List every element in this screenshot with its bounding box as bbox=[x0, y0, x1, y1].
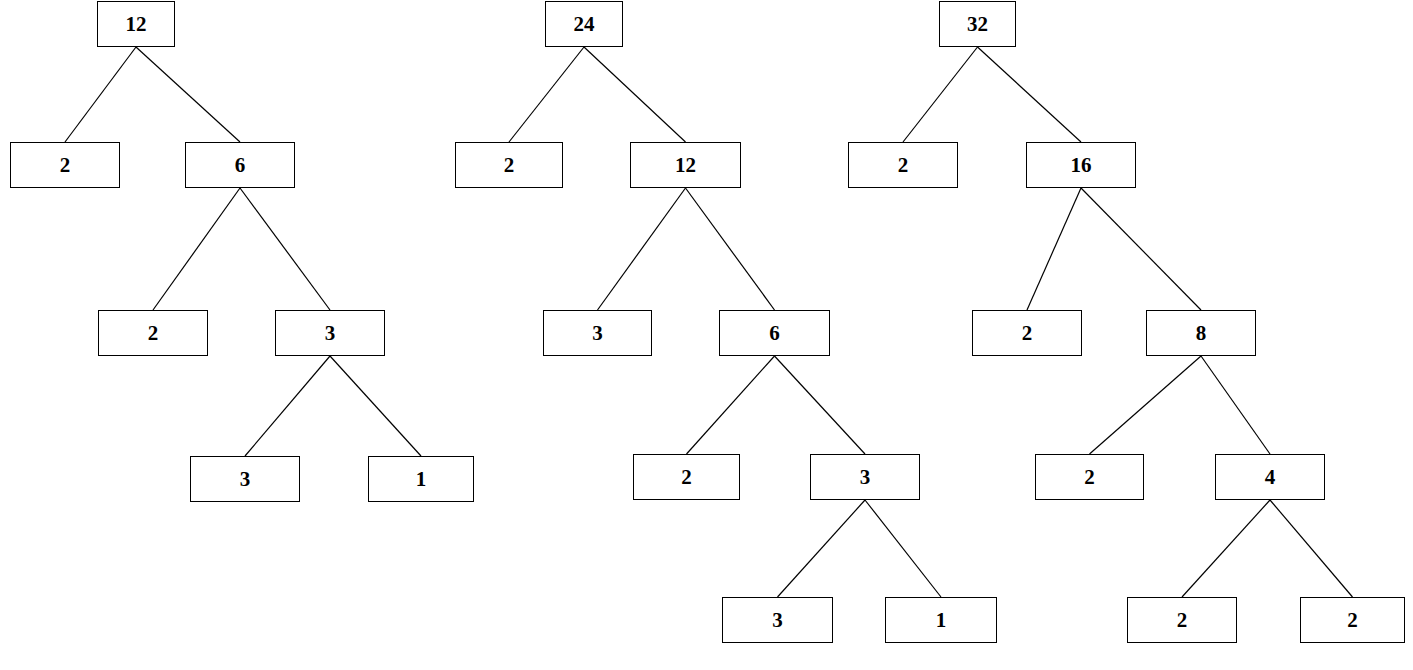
factor-number: 12 bbox=[675, 153, 696, 178]
tree-branch bbox=[509, 47, 584, 142]
factor-number: 3 bbox=[860, 465, 871, 490]
factor-box: 3 bbox=[722, 597, 833, 643]
tree-branch bbox=[778, 500, 866, 597]
tree-branch bbox=[136, 47, 240, 142]
tree-branch bbox=[687, 356, 775, 454]
factor-number: 12 bbox=[126, 12, 147, 37]
factor-number: 24 bbox=[574, 12, 595, 37]
factor-number: 1 bbox=[936, 608, 947, 633]
tree-branch bbox=[240, 188, 330, 310]
factor-box: 2 bbox=[455, 142, 563, 188]
factor-box: 2 bbox=[10, 142, 120, 188]
factor-box: 2 bbox=[633, 454, 740, 500]
factor-box: 2 bbox=[1035, 454, 1144, 500]
factor-box: 2 bbox=[98, 310, 208, 356]
tree-branch bbox=[1201, 356, 1270, 454]
factor-number: 6 bbox=[235, 153, 246, 178]
factor-box: 2 bbox=[972, 310, 1082, 356]
factor-box: 3 bbox=[810, 454, 920, 500]
factor-box: 1 bbox=[368, 456, 474, 502]
tree-branch bbox=[1270, 500, 1353, 597]
factor-number: 2 bbox=[504, 153, 515, 178]
factor-number: 1 bbox=[416, 467, 427, 492]
factor-number: 2 bbox=[681, 465, 692, 490]
factor-number: 2 bbox=[148, 321, 159, 346]
factor-number: 16 bbox=[1071, 153, 1092, 178]
factor-box: 32 bbox=[939, 1, 1016, 47]
tree-branch bbox=[245, 356, 330, 456]
tree-branch bbox=[978, 47, 1082, 142]
factor-number: 32 bbox=[967, 12, 988, 37]
factor-number: 2 bbox=[1347, 608, 1358, 633]
factor-box: 2 bbox=[848, 142, 958, 188]
factor-number: 4 bbox=[1265, 465, 1276, 490]
factor-box: 12 bbox=[97, 1, 175, 47]
factor-box: 8 bbox=[1146, 310, 1256, 356]
factor-number: 8 bbox=[1196, 321, 1207, 346]
tree-branch bbox=[903, 47, 978, 142]
factor-box: 2 bbox=[1127, 597, 1237, 643]
factor-number: 3 bbox=[592, 321, 603, 346]
factor-box: 3 bbox=[275, 310, 385, 356]
tree-branch bbox=[65, 47, 136, 142]
tree-branch bbox=[153, 188, 240, 310]
tree-branch bbox=[1027, 188, 1081, 310]
factor-box: 3 bbox=[190, 456, 300, 502]
factor-number: 2 bbox=[1177, 608, 1188, 633]
tree-branch bbox=[598, 188, 686, 310]
factor-box: 16 bbox=[1026, 142, 1136, 188]
tree-branch bbox=[330, 356, 421, 456]
factor-number: 2 bbox=[898, 153, 909, 178]
factor-number: 2 bbox=[1084, 465, 1095, 490]
tree-branch bbox=[1182, 500, 1270, 597]
tree-branch bbox=[775, 356, 866, 454]
tree-branch bbox=[584, 47, 686, 142]
factor-number: 3 bbox=[240, 467, 251, 492]
factor-number: 2 bbox=[60, 153, 71, 178]
factor-box: 6 bbox=[185, 142, 295, 188]
factor-box: 3 bbox=[543, 310, 652, 356]
tree-branch bbox=[865, 500, 941, 597]
tree-branch bbox=[1090, 356, 1202, 454]
factor-number: 3 bbox=[772, 608, 783, 633]
factor-number: 2 bbox=[1022, 321, 1033, 346]
factor-number: 6 bbox=[769, 321, 780, 346]
factor-number: 3 bbox=[325, 321, 336, 346]
factor-box: 4 bbox=[1215, 454, 1325, 500]
factor-box: 2 bbox=[1300, 597, 1405, 643]
factor-box: 6 bbox=[719, 310, 830, 356]
tree-branch bbox=[1081, 188, 1201, 310]
factor-box: 12 bbox=[630, 142, 741, 188]
factor-box: 24 bbox=[545, 1, 623, 47]
factor-box: 1 bbox=[885, 597, 997, 643]
tree-branch bbox=[686, 188, 775, 310]
